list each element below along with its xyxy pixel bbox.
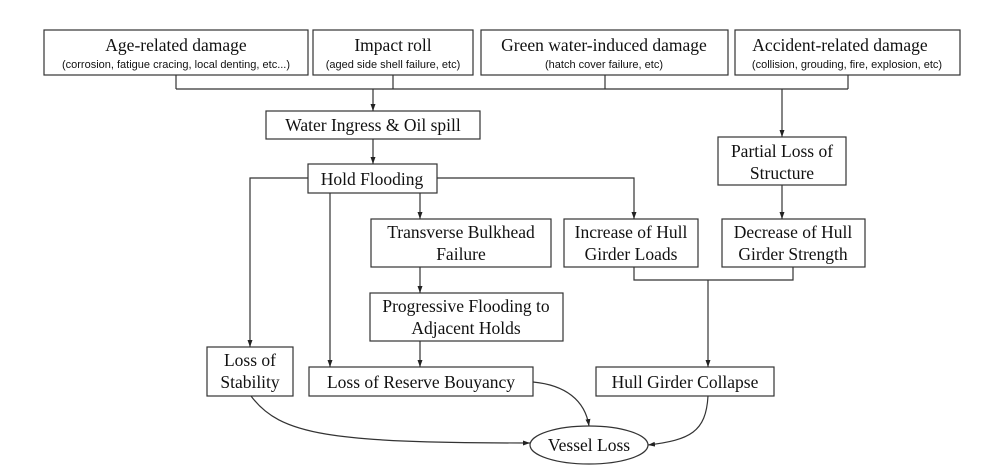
node-loss-of-stability: Loss of Stability (206, 346, 294, 397)
node-partial-line2: Structure (750, 163, 814, 183)
node-decrease-line1: Decrease of Hull (734, 222, 853, 242)
node-impact-title: Impact roll (354, 35, 431, 55)
node-vessel-loss: Vessel Loss (529, 425, 649, 465)
node-stability-line1: Loss of (224, 350, 276, 370)
node-impact-roll: Impact roll (aged side shell failure, et… (312, 29, 474, 76)
edge-hold-to-stability (247, 177, 308, 347)
node-accident-related-damage: Accident-related damage (collision, grou… (734, 29, 961, 76)
node-water-label: Water Ingress & Oil spill (285, 115, 461, 135)
node-partial-loss: Partial Loss of Structure (717, 136, 847, 186)
node-progressive-flooding: Progressive Flooding to Adjacent Holds (369, 292, 564, 342)
node-transverse-bulkhead-failure: Transverse Bulkhead Failure (370, 218, 552, 268)
edge-hold-to-increase (437, 177, 637, 219)
node-progressive-line2: Adjacent Holds (411, 318, 521, 338)
node-green-title: Green water-induced damage (501, 35, 707, 55)
node-vessel-label: Vessel Loss (548, 435, 630, 455)
node-bulkhead-line2: Failure (436, 244, 486, 264)
node-increase-hull-girder-loads: Increase of Hull Girder Loads (563, 218, 699, 268)
node-hold-flooding: Hold Flooding (307, 163, 438, 194)
node-hull-girder-collapse: Hull Girder Collapse (595, 366, 775, 397)
node-reserve-label: Loss of Reserve Bouyancy (327, 372, 515, 392)
edge-reserve-to-vessel (532, 381, 591, 427)
node-decrease-line2: Girder Strength (738, 244, 848, 264)
node-stability-line2: Stability (220, 372, 280, 392)
node-increase-line1: Increase of Hull (575, 222, 688, 242)
node-age-related-damage: Age-related damage (corrosion, fatigue c… (43, 29, 309, 76)
node-age-subtitle: (corrosion, fatigue cracing, local denti… (62, 59, 290, 71)
edges (175, 75, 849, 447)
node-increase-line2: Girder Loads (585, 244, 678, 264)
edge-collapse-to-vessel (647, 395, 709, 447)
node-bulkhead-line1: Transverse Bulkhead (387, 222, 535, 242)
edge-stability-to-vessel (250, 395, 531, 446)
node-loss-of-reserve-bouyancy: Loss of Reserve Bouyancy (308, 366, 534, 397)
edge-merge-girder (633, 267, 794, 281)
node-green-water-damage: Green water-induced damage (hatch cover … (480, 29, 729, 76)
node-decrease-hull-girder-strength: Decrease of Hull Girder Strength (721, 218, 866, 268)
node-progressive-line1: Progressive Flooding to (382, 296, 549, 316)
node-hold-label: Hold Flooding (321, 169, 424, 189)
node-accident-subtitle: (collision, grouding, fire, explosion, e… (752, 59, 942, 71)
node-impact-subtitle: (aged side shell failure, etc) (326, 59, 461, 71)
node-partial-line1: Partial Loss of (731, 141, 833, 161)
node-age-title: Age-related damage (105, 35, 247, 55)
node-collapse-label: Hull Girder Collapse (612, 372, 759, 392)
node-accident-title: Accident-related damage (752, 35, 928, 55)
node-water-ingress: Water Ingress & Oil spill (265, 110, 481, 140)
node-green-subtitle: (hatch cover failure, etc) (545, 59, 663, 71)
